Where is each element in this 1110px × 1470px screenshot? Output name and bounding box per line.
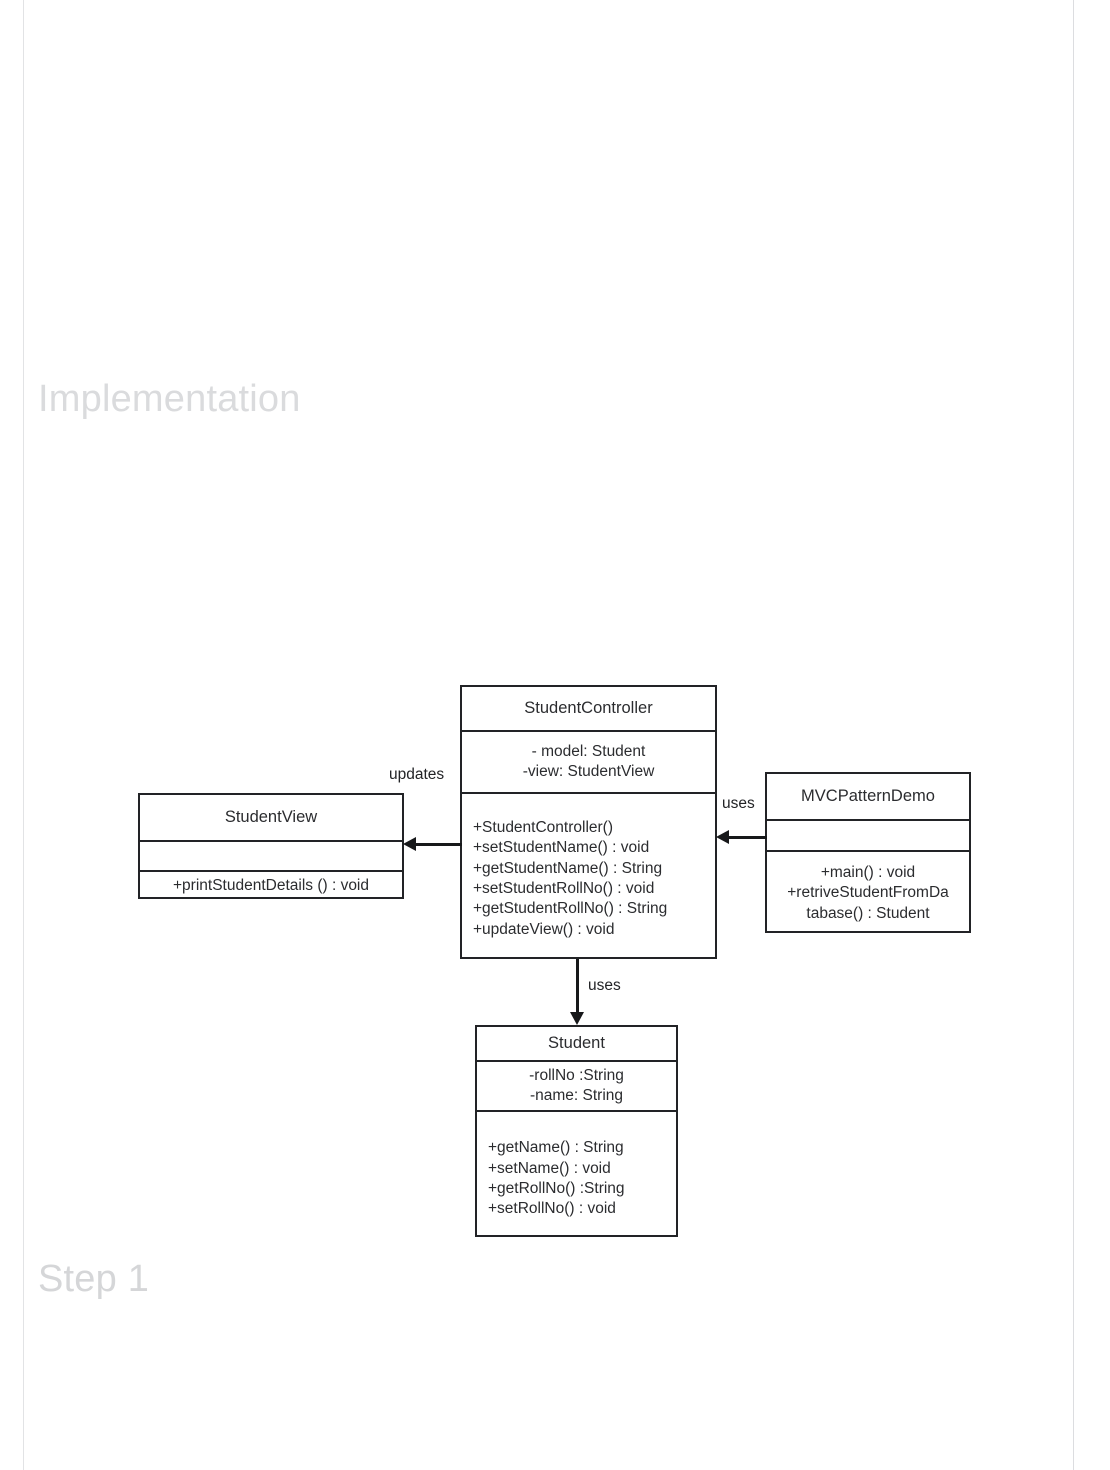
arrow-head-uses-student-icon: [570, 1012, 584, 1025]
uml-class-student[interactable]: Student -rollNo :String -name: String +g…: [475, 1025, 678, 1237]
method-set-student-rollno: +setStudentRollNo() : void: [473, 880, 655, 897]
class-title-compartment: StudentController: [462, 687, 715, 730]
class-methods-compartment: +getName() : String +setName() : void +g…: [477, 1110, 676, 1239]
attribute-view: -view: StudentView: [522, 763, 655, 780]
page-left-margin-rule: [23, 0, 24, 1470]
class-methods-compartment: +main() : void +retriveStudentFromDa tab…: [767, 850, 969, 935]
connector-updates-line: [416, 843, 462, 846]
connector-uses-demo-line: [729, 836, 767, 839]
connector-label-uses-demo: uses: [722, 795, 755, 812]
heading-implementation: Implementation: [38, 378, 301, 420]
method-get-student-name: +getStudentName() : String: [473, 859, 663, 877]
method-get-rollno: +getRollNo() :String: [488, 1180, 625, 1197]
class-attributes-compartment: -rollNo :String -name: String: [477, 1060, 676, 1110]
class-name-studentcontroller: StudentController: [524, 699, 653, 718]
method-retrive-student-from-database-line2: tabase() : Student: [806, 904, 930, 922]
class-title-compartment: MVCPatternDemo: [767, 774, 969, 819]
class-attributes-compartment: [767, 819, 969, 850]
method-retrive-student-from-database-line1: +retriveStudentFromDa: [787, 884, 949, 902]
page-right-margin-rule: [1073, 0, 1074, 1470]
class-name-student: Student: [548, 1034, 605, 1053]
class-attributes-compartment: - model: Student -view: StudentView: [462, 730, 715, 792]
method-get-name: +getName() : String: [488, 1139, 624, 1157]
class-title-compartment: StudentView: [140, 795, 402, 840]
method-main: +main() : void: [820, 863, 916, 881]
method-print-student-details: +printStudentDetails () : void: [173, 877, 369, 895]
method-set-name: +setName() : void: [488, 1159, 611, 1177]
method-constructor: +StudentController(): [473, 818, 613, 836]
class-methods-compartment: +StudentController() +setStudentName() :…: [462, 792, 715, 961]
heading-step-1: Step 1: [38, 1258, 150, 1300]
class-title-compartment: Student: [477, 1027, 676, 1060]
class-name-mvcpatterndemo: MVCPatternDemo: [801, 787, 935, 806]
class-name-studentview: StudentView: [224, 808, 318, 827]
class-attributes-compartment: [140, 840, 402, 870]
method-get-student-rollno: +getStudentRollNo() : String: [473, 900, 668, 918]
connector-uses-student-line: [576, 959, 579, 1014]
method-update-view: +updateView() : void: [473, 920, 615, 938]
attribute-model: - model: Student: [531, 742, 646, 760]
connector-label-uses-student: uses: [588, 977, 621, 994]
class-methods-compartment: +printStudentDetails () : void: [140, 870, 402, 901]
attribute-rollno: -rollNo :String: [529, 1066, 624, 1084]
uml-class-studentcontroller[interactable]: StudentController - model: Student -view…: [460, 685, 717, 959]
method-set-student-name: +setStudentName() : void: [473, 839, 650, 857]
uml-class-mvcpatterndemo[interactable]: MVCPatternDemo +main() : void +retriveSt…: [765, 772, 971, 933]
arrow-head-updates-icon: [403, 837, 416, 851]
arrow-head-uses-demo-icon: [716, 830, 729, 844]
method-set-rollno: +setRollNo() : void: [488, 1200, 616, 1218]
connector-label-updates: updates: [389, 766, 445, 783]
attribute-name: -name: String: [529, 1087, 624, 1104]
uml-class-studentview[interactable]: StudentView +printStudentDetails () : vo…: [138, 793, 404, 899]
